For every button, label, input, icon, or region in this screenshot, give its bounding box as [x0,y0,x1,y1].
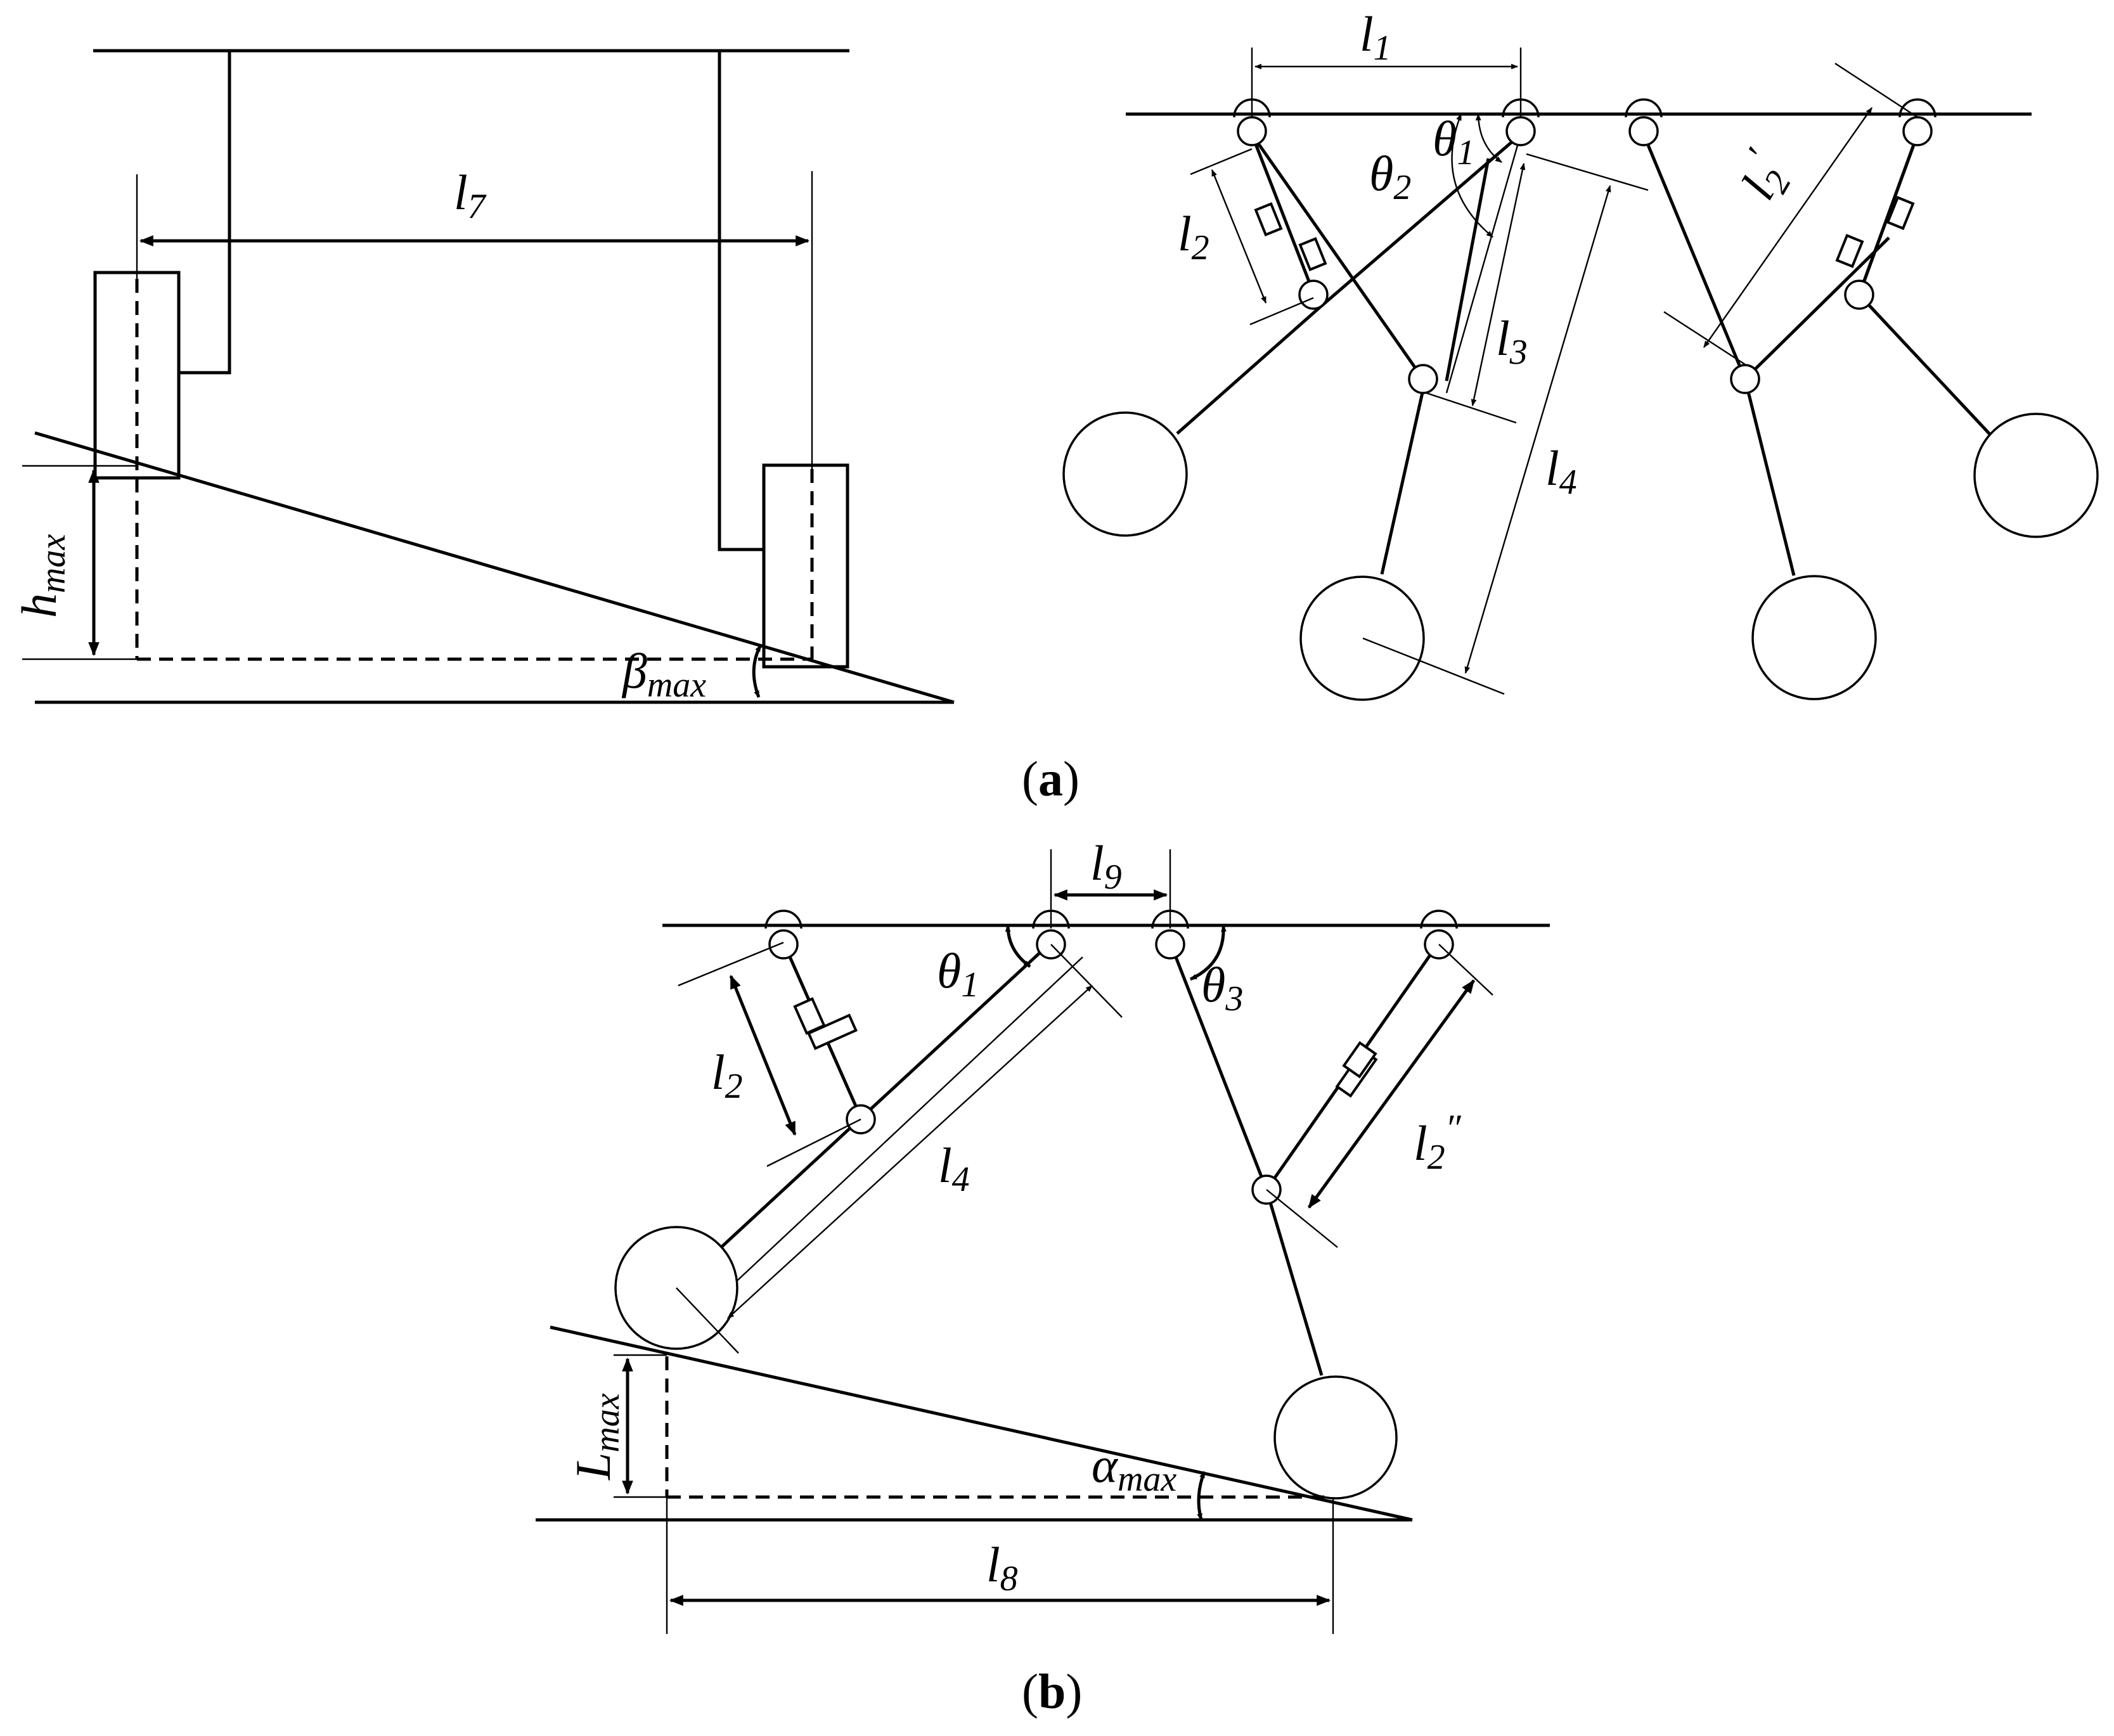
label-theta3: θ3 [1201,957,1243,1019]
wheel [1751,575,1877,700]
right-wheel [762,463,849,669]
mount-cap [764,910,802,929]
l4-ext-bottom [1362,637,1505,695]
upper-link [1250,133,1425,380]
label-l3: l3 [1496,311,1528,372]
label-l2: l2 [711,1045,743,1106]
mount-cap [1625,98,1663,118]
caption-b: (b) [1022,1664,1082,1719]
theta3-angle-arc [1189,924,1227,981]
label-alpha-max: αmax [1092,1437,1176,1499]
l2-dimension-arrow [729,974,797,1136]
damper-left [782,941,863,1119]
l2-ext-bottom [766,1118,861,1167]
label-l2-dprime: l2″ [1414,1107,1462,1177]
l2-dimension-arrow [1211,169,1267,304]
l2-ext-bottom [1249,297,1314,326]
damper-right [1835,134,1919,295]
joint [1408,364,1438,394]
l4-ext-bottom [676,1287,739,1354]
beta-max-angle-arc [752,644,763,698]
panel-a-linkage-view: l1 θ1 θ2 l2 l3 l4 l2′ [1062,6,2099,701]
slope-line [550,1325,1413,1522]
label-l8: l8 [986,1537,1018,1598]
caption-a: (a) [1022,751,1080,806]
panel-b-linkage-on-slope: l9 θ1 θ3 l2 l4 l2″ Lmax αmax l8 [536,835,1550,1634]
l2-prime-ext-bottom [1663,311,1746,366]
l2-prime-dimension-arrow [1703,107,1872,348]
theta2-angle-arc [1451,113,1493,238]
joint [1237,116,1267,146]
label-l7: l7 [454,165,487,226]
right-leg-lower [1265,1189,1324,1376]
label-hmax: hmax [11,534,73,618]
mount-cap [1420,910,1458,929]
joint [1505,116,1536,146]
joint [1844,280,1874,310]
l2-prime-ext-top [1834,62,1918,119]
label-lmax: Lmax [565,1393,627,1481]
label-theta1: θ1 [1433,111,1474,172]
main-leg-guide [732,956,1083,1286]
label-l4: l4 [1545,440,1577,502]
link-arm [1318,133,1522,309]
joint [1902,116,1933,146]
label-l1: l1 [1360,6,1391,68]
right-leg [718,51,764,551]
link-arm-right [1858,293,1992,436]
slope-line [34,431,955,704]
wheel [1973,413,2099,538]
joint [1628,116,1659,146]
left-leg [179,51,231,375]
theta1-angle-arc [1005,924,1031,968]
label-l2-prime: l2′ [1723,141,1803,211]
label-l2: l2 [1178,206,1209,267]
l2-ext-top [1190,148,1253,176]
label-l4: l4 [938,1138,970,1199]
panel-a-side-view: l7 hmax βmax [11,49,955,705]
l4-ext-top [1050,944,1123,1018]
wheel [1299,575,1425,701]
main-leg-lower [1380,389,1425,575]
upper-link-right [1642,134,1747,380]
main-leg [698,941,1052,1269]
alpha-max-angle-arc [1197,1470,1206,1521]
l2-dprime-ext-top [1438,944,1493,996]
l2-ext-top [678,941,784,987]
l2-dprime-dimension-arrow [1307,979,1476,1209]
damper-left [1250,134,1327,293]
joint [1298,280,1329,310]
label-theta1: θ1 [937,943,979,1005]
joint [768,929,799,960]
wheel [1062,411,1188,537]
l2-dprime-ext-bottom [1266,1189,1338,1248]
label-theta2: θ2 [1369,146,1411,207]
l3-ext-top [1526,153,1649,191]
right-leg-upper [1168,942,1268,1190]
link-arm [1176,306,1321,435]
lower-link-right [1743,378,1796,576]
label-beta-max: βmax [621,643,706,705]
l4-dimension-arrow [727,985,1093,1319]
l4-dimension-arrow [1464,184,1611,674]
wheel [1273,1375,1398,1500]
l3-ext-bottom [1426,392,1517,424]
mount-cap [1898,98,1937,118]
label-l9: l9 [1090,835,1122,897]
joint [1155,929,1185,960]
joint [1730,364,1760,394]
